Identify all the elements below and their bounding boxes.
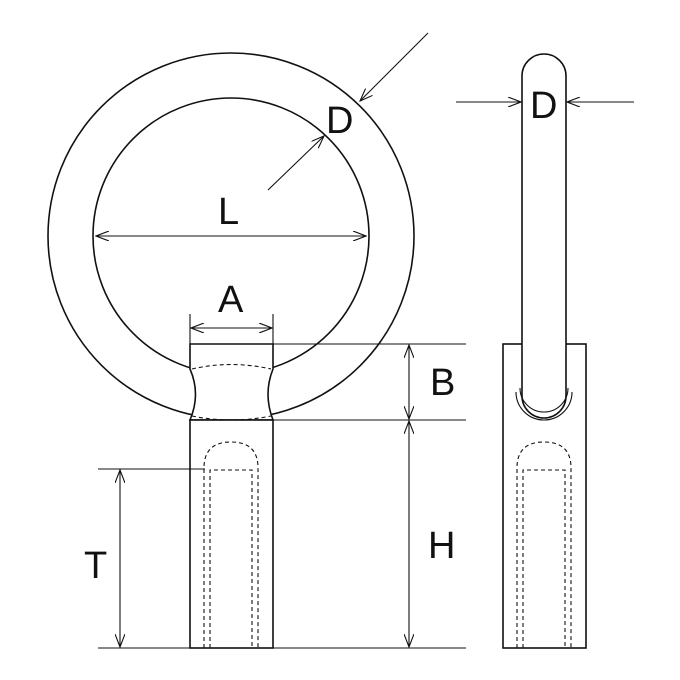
side-hidden-thread-outer xyxy=(516,441,572,648)
label-side-wire-diameter: D xyxy=(530,85,557,127)
dim-ring-wire-diameter: D xyxy=(267,32,429,191)
dim-neck-width: A xyxy=(189,279,274,344)
label-neck-height: B xyxy=(430,362,455,404)
label-inner-diameter: L xyxy=(218,191,239,233)
neck-hidden-top xyxy=(191,364,272,370)
dim-thread-depth: T xyxy=(84,470,120,647)
eye-ring xyxy=(47,52,415,420)
hidden-thread-outer xyxy=(203,441,259,648)
front-view xyxy=(47,52,415,649)
dim-inner-diameter: L xyxy=(96,191,366,236)
label-neck-width: A xyxy=(218,279,244,321)
label-thread-depth: T xyxy=(84,545,107,587)
dim-neck-height: B xyxy=(409,345,455,419)
side-ring-seat xyxy=(519,387,569,413)
dim-side-wire-diameter: D xyxy=(456,85,634,127)
dim-shank-height: H xyxy=(409,421,455,647)
hidden-thread-inner xyxy=(209,469,253,648)
side-view xyxy=(502,53,587,649)
eye-neck xyxy=(188,343,275,421)
label-shank-height: H xyxy=(428,525,455,567)
side-hidden-thread-inner xyxy=(522,469,566,648)
side-ring xyxy=(521,53,567,419)
shank xyxy=(189,419,274,649)
neck-hidden-bottom xyxy=(191,415,272,421)
side-ring-seat-outer xyxy=(515,391,573,421)
label-ring-wire-diameter: D xyxy=(326,100,353,142)
